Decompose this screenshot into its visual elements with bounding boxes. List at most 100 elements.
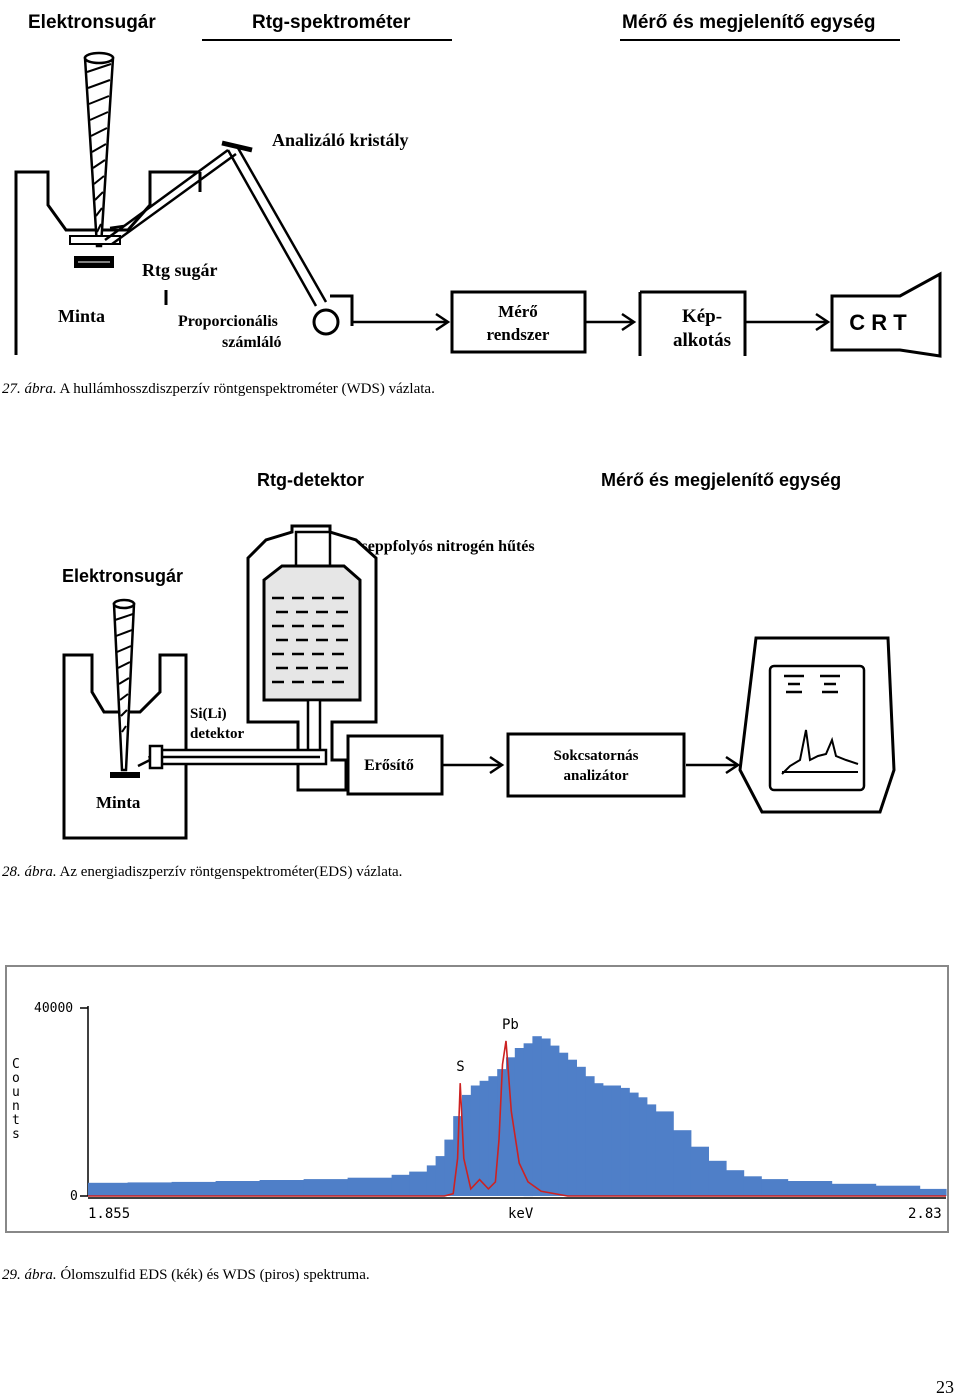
y-tick-label-zero: 0 xyxy=(70,1189,78,1204)
eds-bar xyxy=(629,1092,639,1196)
x-axis-label: keV xyxy=(508,1206,534,1222)
fig28-detector-label-1: Si(Li) xyxy=(190,706,227,722)
eds-bar xyxy=(541,1038,551,1196)
eds-bar xyxy=(215,1181,261,1196)
eds-bar xyxy=(435,1156,445,1196)
fig27-box-image-label-1: Kép- xyxy=(682,306,722,327)
eds-bar xyxy=(470,1085,481,1196)
eds-bar xyxy=(88,1182,129,1196)
eds-bar xyxy=(594,1083,604,1196)
fig28-detector-probe xyxy=(148,744,328,770)
fig27-header-left: Elektronsugár xyxy=(28,12,156,33)
eds-bar xyxy=(409,1171,428,1196)
fig27-counter-label-1: Proporcionális xyxy=(178,313,278,330)
fig28-beam-label: Elektronsugár xyxy=(62,566,183,586)
eds-bar xyxy=(488,1076,498,1196)
eds-bar xyxy=(673,1130,692,1196)
fig27-sample xyxy=(69,235,121,268)
wds-line xyxy=(88,1040,946,1197)
fig27-xray-path xyxy=(104,147,328,307)
fig27-column xyxy=(14,170,202,355)
y-axis-label-char: t xyxy=(12,1113,20,1128)
eds-bar xyxy=(638,1097,648,1196)
fig27-crystal-label: Analizáló kristály xyxy=(272,130,409,150)
fig28-cooling-label: Cseppfolyós nitrogén hűtés xyxy=(350,538,535,555)
x-tick-label-max: 2.83 xyxy=(908,1206,942,1222)
eds-bar xyxy=(506,1057,516,1196)
fig28-amplifier-label: Erősítő xyxy=(364,757,414,774)
eds-bar xyxy=(761,1179,789,1196)
caption-28-text: Az energiadiszperzív röntgenspektrométer… xyxy=(56,864,403,880)
eds-bar xyxy=(497,1069,507,1196)
fig27-crt-label: C R T xyxy=(849,310,907,335)
fig28-monitor-spectrum xyxy=(781,729,859,775)
eds-bar xyxy=(127,1182,173,1196)
eds-bar xyxy=(426,1165,437,1196)
eds-bar xyxy=(479,1080,489,1196)
eds-bar xyxy=(875,1185,921,1196)
page-number: 23 xyxy=(936,1377,954,1397)
fig28-signal-chain xyxy=(442,755,741,775)
caption-29-number: 29. ábra. xyxy=(2,1267,57,1283)
fig28-analyzer-label-2: analizátor xyxy=(564,768,629,784)
eds-bar xyxy=(611,1085,621,1196)
eds-bar xyxy=(576,1066,586,1197)
caption-28-number: 28. ábra. xyxy=(2,864,57,880)
y-axis-label-char: C xyxy=(12,1057,20,1072)
eds-bar xyxy=(585,1076,595,1196)
x-tick-label-min: 1.855 xyxy=(88,1206,130,1222)
fig28-header-left: Rtg-detektor xyxy=(257,470,364,490)
eds-bar xyxy=(303,1179,349,1196)
eds-bar xyxy=(787,1181,833,1196)
eds-bar xyxy=(708,1160,727,1197)
figure-27-wds-diagram: Elektronsugár Rtg-spektrométer Mérő és m… xyxy=(0,0,960,360)
eds-bar xyxy=(726,1170,745,1196)
fig27-proportional-counter xyxy=(312,294,354,336)
eds-bar xyxy=(620,1087,630,1196)
y-axis-label-char: u xyxy=(12,1085,20,1100)
fig27-sample-label: Minta xyxy=(58,306,105,326)
eds-bar xyxy=(550,1045,560,1196)
fig28-electron-beam xyxy=(112,598,136,772)
fig27-header-mid: Rtg-spektrométer xyxy=(252,12,411,33)
fig28-analyzer-label-1: Sokcsatornás xyxy=(553,748,638,764)
eds-bar xyxy=(347,1177,393,1196)
eds-bar xyxy=(646,1104,657,1196)
fig28-column xyxy=(62,653,188,840)
eds-bar xyxy=(919,1188,947,1196)
caption-27-text: A hullámhosszdiszperzív röntgenspektromé… xyxy=(56,381,435,397)
fig28-liquid-nitrogen xyxy=(272,596,348,684)
eds-bar xyxy=(567,1059,577,1196)
fig28-detector-label-2: detektor xyxy=(190,726,244,742)
eds-bar xyxy=(532,1036,542,1196)
eds-bar xyxy=(690,1146,709,1196)
eds-bar xyxy=(462,1094,472,1196)
eds-bar xyxy=(514,1048,525,1196)
caption-29-text: Ólomszulfid EDS (kék) és WDS (piros) spe… xyxy=(56,1267,370,1283)
fig27-crt: C R T xyxy=(830,271,942,358)
fig27-box-measure: Mérő rendszer xyxy=(450,290,587,354)
eds-bar xyxy=(523,1043,533,1197)
eds-bar xyxy=(558,1052,569,1196)
caption-28: 28. ábra. Az energiadiszperzív röntgensp… xyxy=(2,864,402,881)
y-axis-label-char: s xyxy=(12,1127,20,1142)
fig28-monitor xyxy=(738,636,896,814)
eds-bar xyxy=(655,1111,674,1196)
y-tick-label-max: 40000 xyxy=(34,1001,73,1016)
eds-bar xyxy=(743,1176,762,1196)
fig27-box-image: Kép- alkotás xyxy=(638,290,747,356)
eds-bar xyxy=(602,1085,613,1196)
fig28-amplifier: Erősítő xyxy=(346,734,444,796)
peak-label-s: S xyxy=(456,1059,464,1075)
fig27-box-measure-label-1: Mérő xyxy=(498,302,538,321)
eds-bar xyxy=(444,1139,454,1196)
fig28-analyzer: Sokcsatornás analizátor xyxy=(506,732,686,798)
fig27-box-image-label-2: alkotás xyxy=(673,330,731,351)
fig28-sample-label: Minta xyxy=(96,793,141,812)
eds-bar xyxy=(171,1181,217,1196)
y-axis-label-char: n xyxy=(12,1099,20,1114)
fig27-xray-label: Rtg sugár xyxy=(142,260,218,280)
